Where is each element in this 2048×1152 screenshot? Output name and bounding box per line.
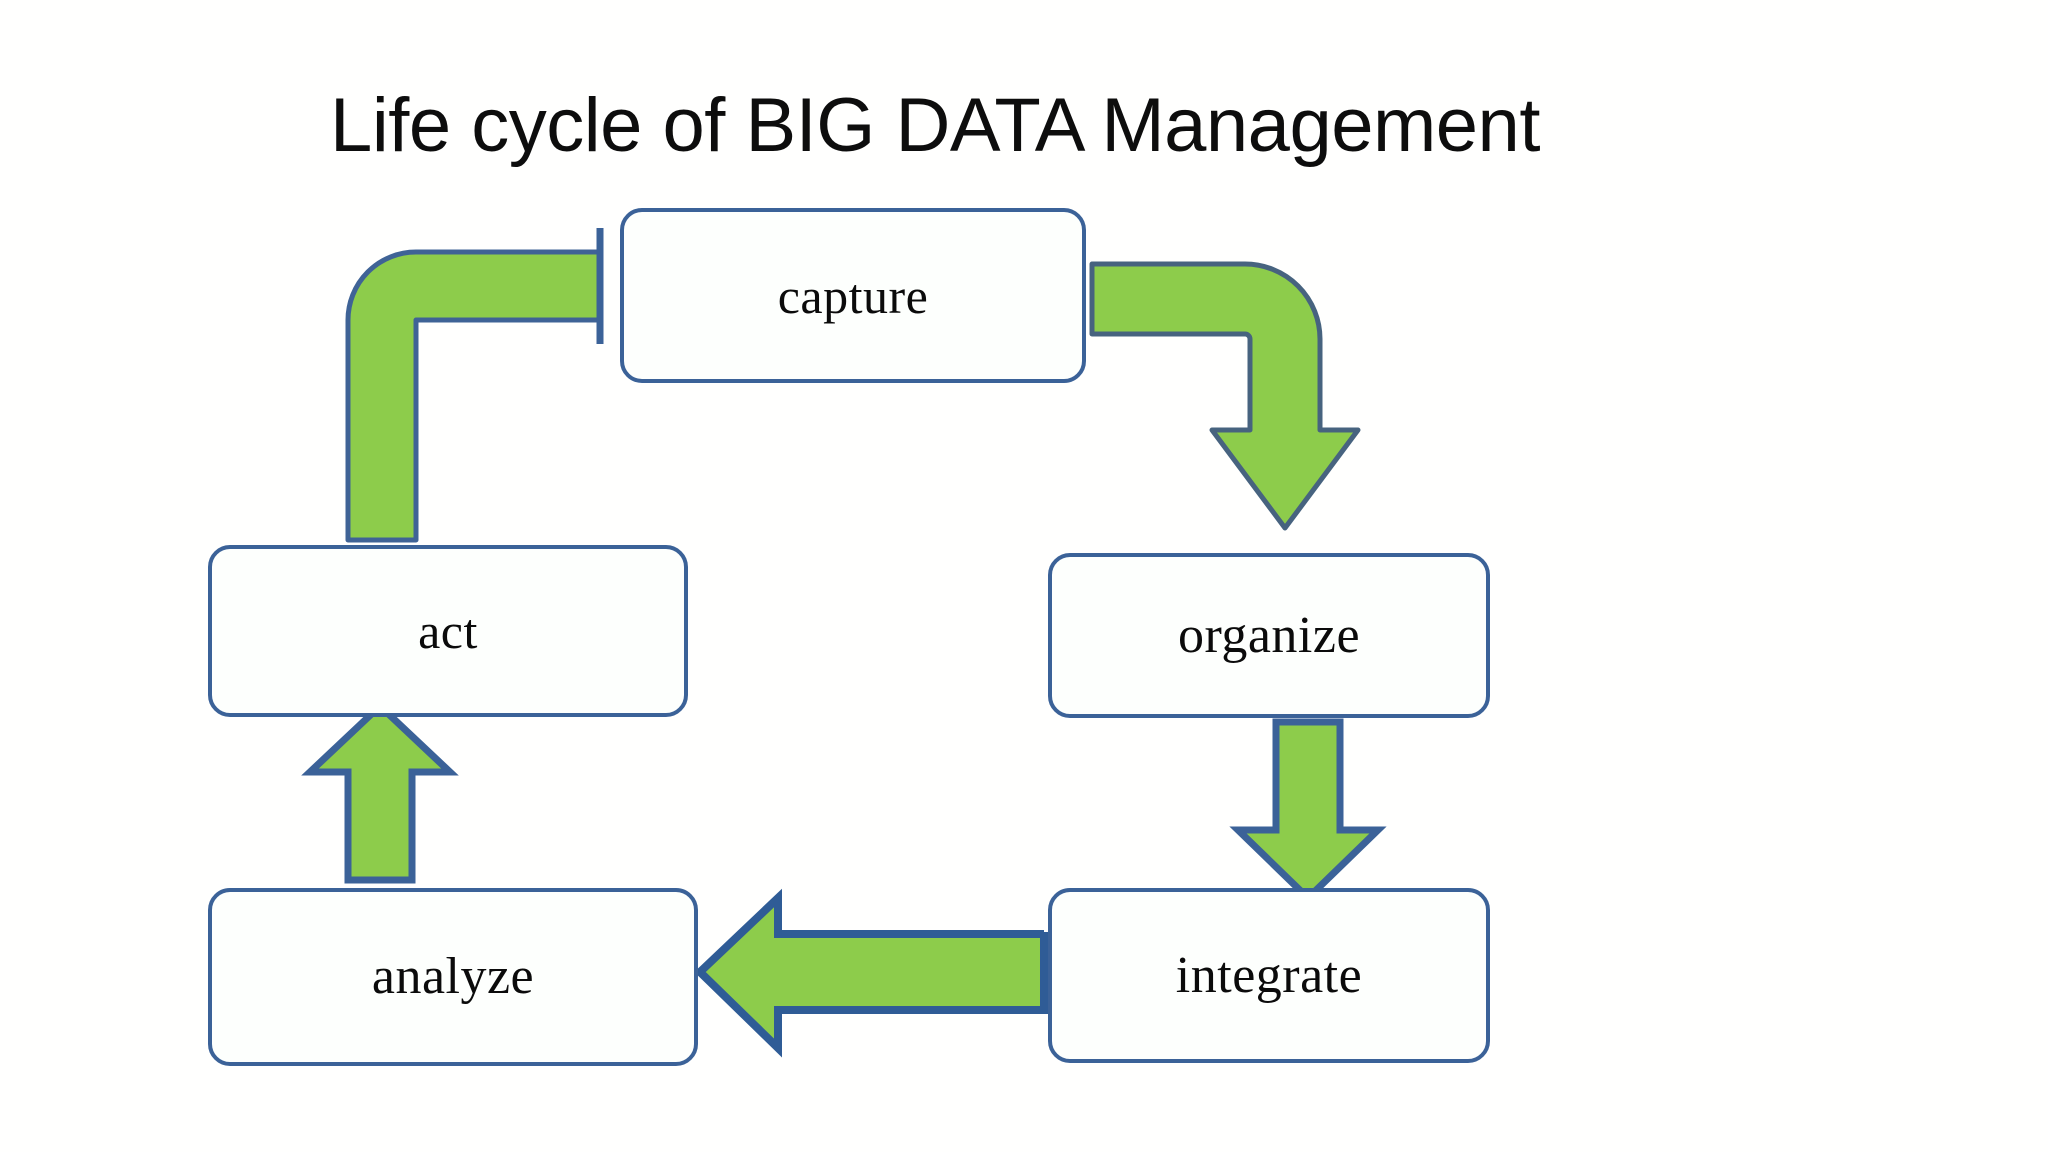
page-title: Life cycle of BIG DATA Management <box>330 83 1540 168</box>
node-act[interactable]: act <box>208 545 688 717</box>
node-act-label: act <box>418 603 478 659</box>
node-capture[interactable]: capture <box>620 208 1086 383</box>
node-organize[interactable]: organize <box>1048 553 1490 718</box>
node-analyze[interactable]: analyze <box>208 888 698 1066</box>
connector-capture-to-organize <box>1089 261 1361 531</box>
node-integrate-label: integrate <box>1175 946 1363 1004</box>
node-integrate[interactable]: integrate <box>1048 888 1490 1063</box>
connector-analyze-to-act <box>301 701 459 884</box>
node-organize-label: organize <box>1177 606 1361 664</box>
node-analyze-label: analyze <box>371 948 535 1005</box>
connector-integrate-to-analyze <box>694 888 1048 1058</box>
connector-act-to-capture <box>345 228 604 543</box>
connector-organize-to-integrate <box>1229 718 1387 903</box>
node-capture-label: capture <box>777 267 929 324</box>
